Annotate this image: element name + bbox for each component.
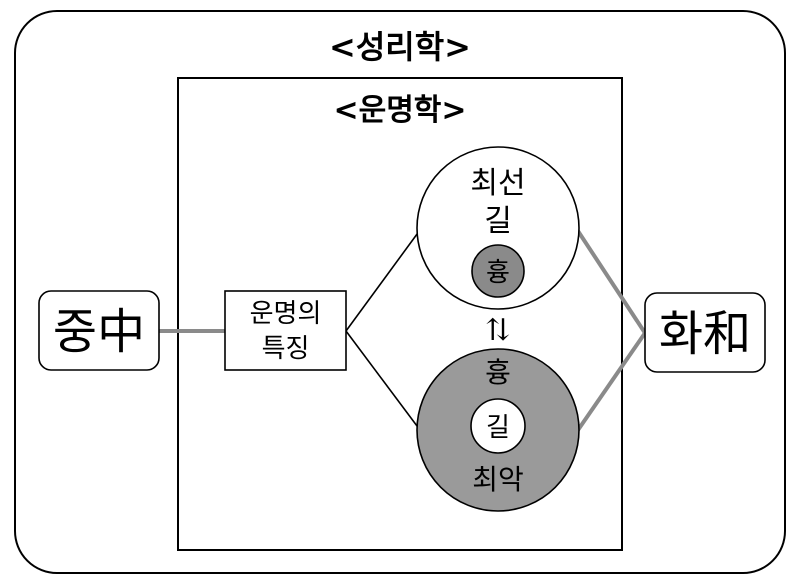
- top-circle-inner-label: 흉: [486, 258, 510, 288]
- top-circle-line2: 길: [484, 204, 512, 239]
- right-node-box: [644, 292, 766, 373]
- bottom-circle-bottom: 최악: [472, 463, 524, 496]
- top-circle: [416, 146, 580, 310]
- connector-bottom-right: [576, 331, 647, 432]
- left-node-label: 중中: [53, 304, 145, 360]
- bottom-circle-top: 흉: [485, 356, 511, 389]
- top-circle-inner: [471, 244, 525, 298]
- inner-frame: [177, 77, 623, 551]
- connector-box-bottom: [345, 330, 421, 431]
- reciprocal-arrow-icon: ⇅: [485, 313, 510, 348]
- center-box-line1: 운명의: [250, 299, 322, 329]
- center-box: [224, 290, 347, 371]
- outer-title: <성리학>: [329, 28, 471, 66]
- top-circle-line1: 최선: [470, 166, 525, 201]
- connector-box-top: [345, 229, 421, 332]
- bottom-circle-inner: [470, 398, 526, 454]
- outer-frame: [14, 10, 786, 574]
- center-box-line2: 특징: [262, 334, 310, 364]
- connector-top-right: [574, 226, 647, 335]
- inner-title: <운명학>: [333, 93, 466, 128]
- bottom-circle-inner-label: 길: [486, 413, 510, 443]
- left-node-box: [38, 290, 160, 371]
- right-node-label: 화和: [659, 306, 751, 362]
